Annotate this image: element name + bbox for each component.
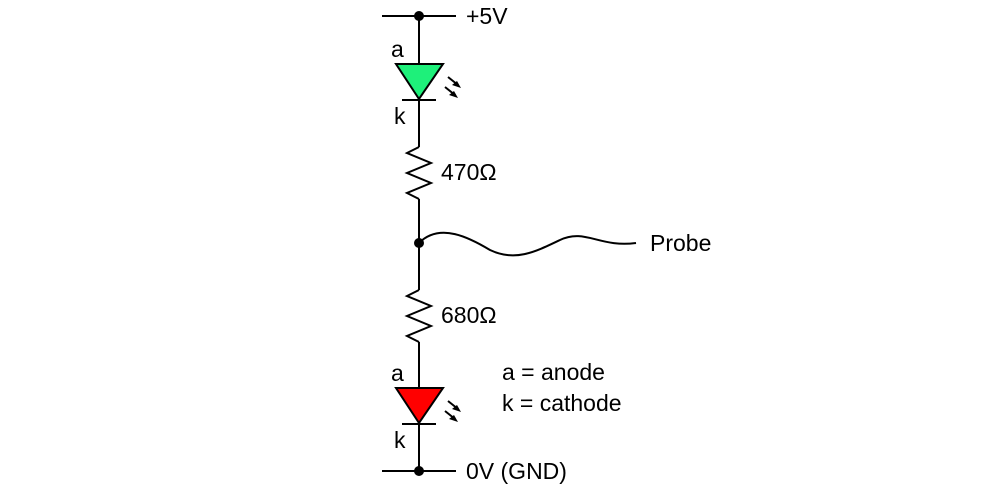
ground-label: 0V (GND)	[466, 458, 567, 484]
led2-triangle	[394, 387, 445, 425]
ground-junction-dot	[414, 466, 424, 476]
probe-label: Probe	[650, 230, 711, 256]
legend-cathode: k = cathode	[502, 390, 622, 416]
resistor-470	[404, 146, 434, 200]
supply-label: +5V	[466, 3, 508, 29]
legend-anode: a = anode	[502, 359, 605, 385]
r2-value-label: 680Ω	[441, 302, 497, 328]
light-emission-arrows-icon	[444, 76, 461, 98]
led-green	[394, 63, 461, 101]
led1-cathode-label: k	[394, 103, 406, 129]
led1-anode-label: a	[391, 36, 404, 62]
probe-wire	[418, 231, 637, 257]
light-emission-arrows-icon	[444, 400, 461, 422]
led2-cathode-label: k	[394, 427, 406, 453]
led2-anode-label: a	[391, 360, 404, 386]
led-red	[394, 387, 461, 425]
resistor-680	[404, 289, 434, 343]
led1-triangle	[394, 63, 445, 101]
r1-value-label: 470Ω	[441, 159, 497, 185]
